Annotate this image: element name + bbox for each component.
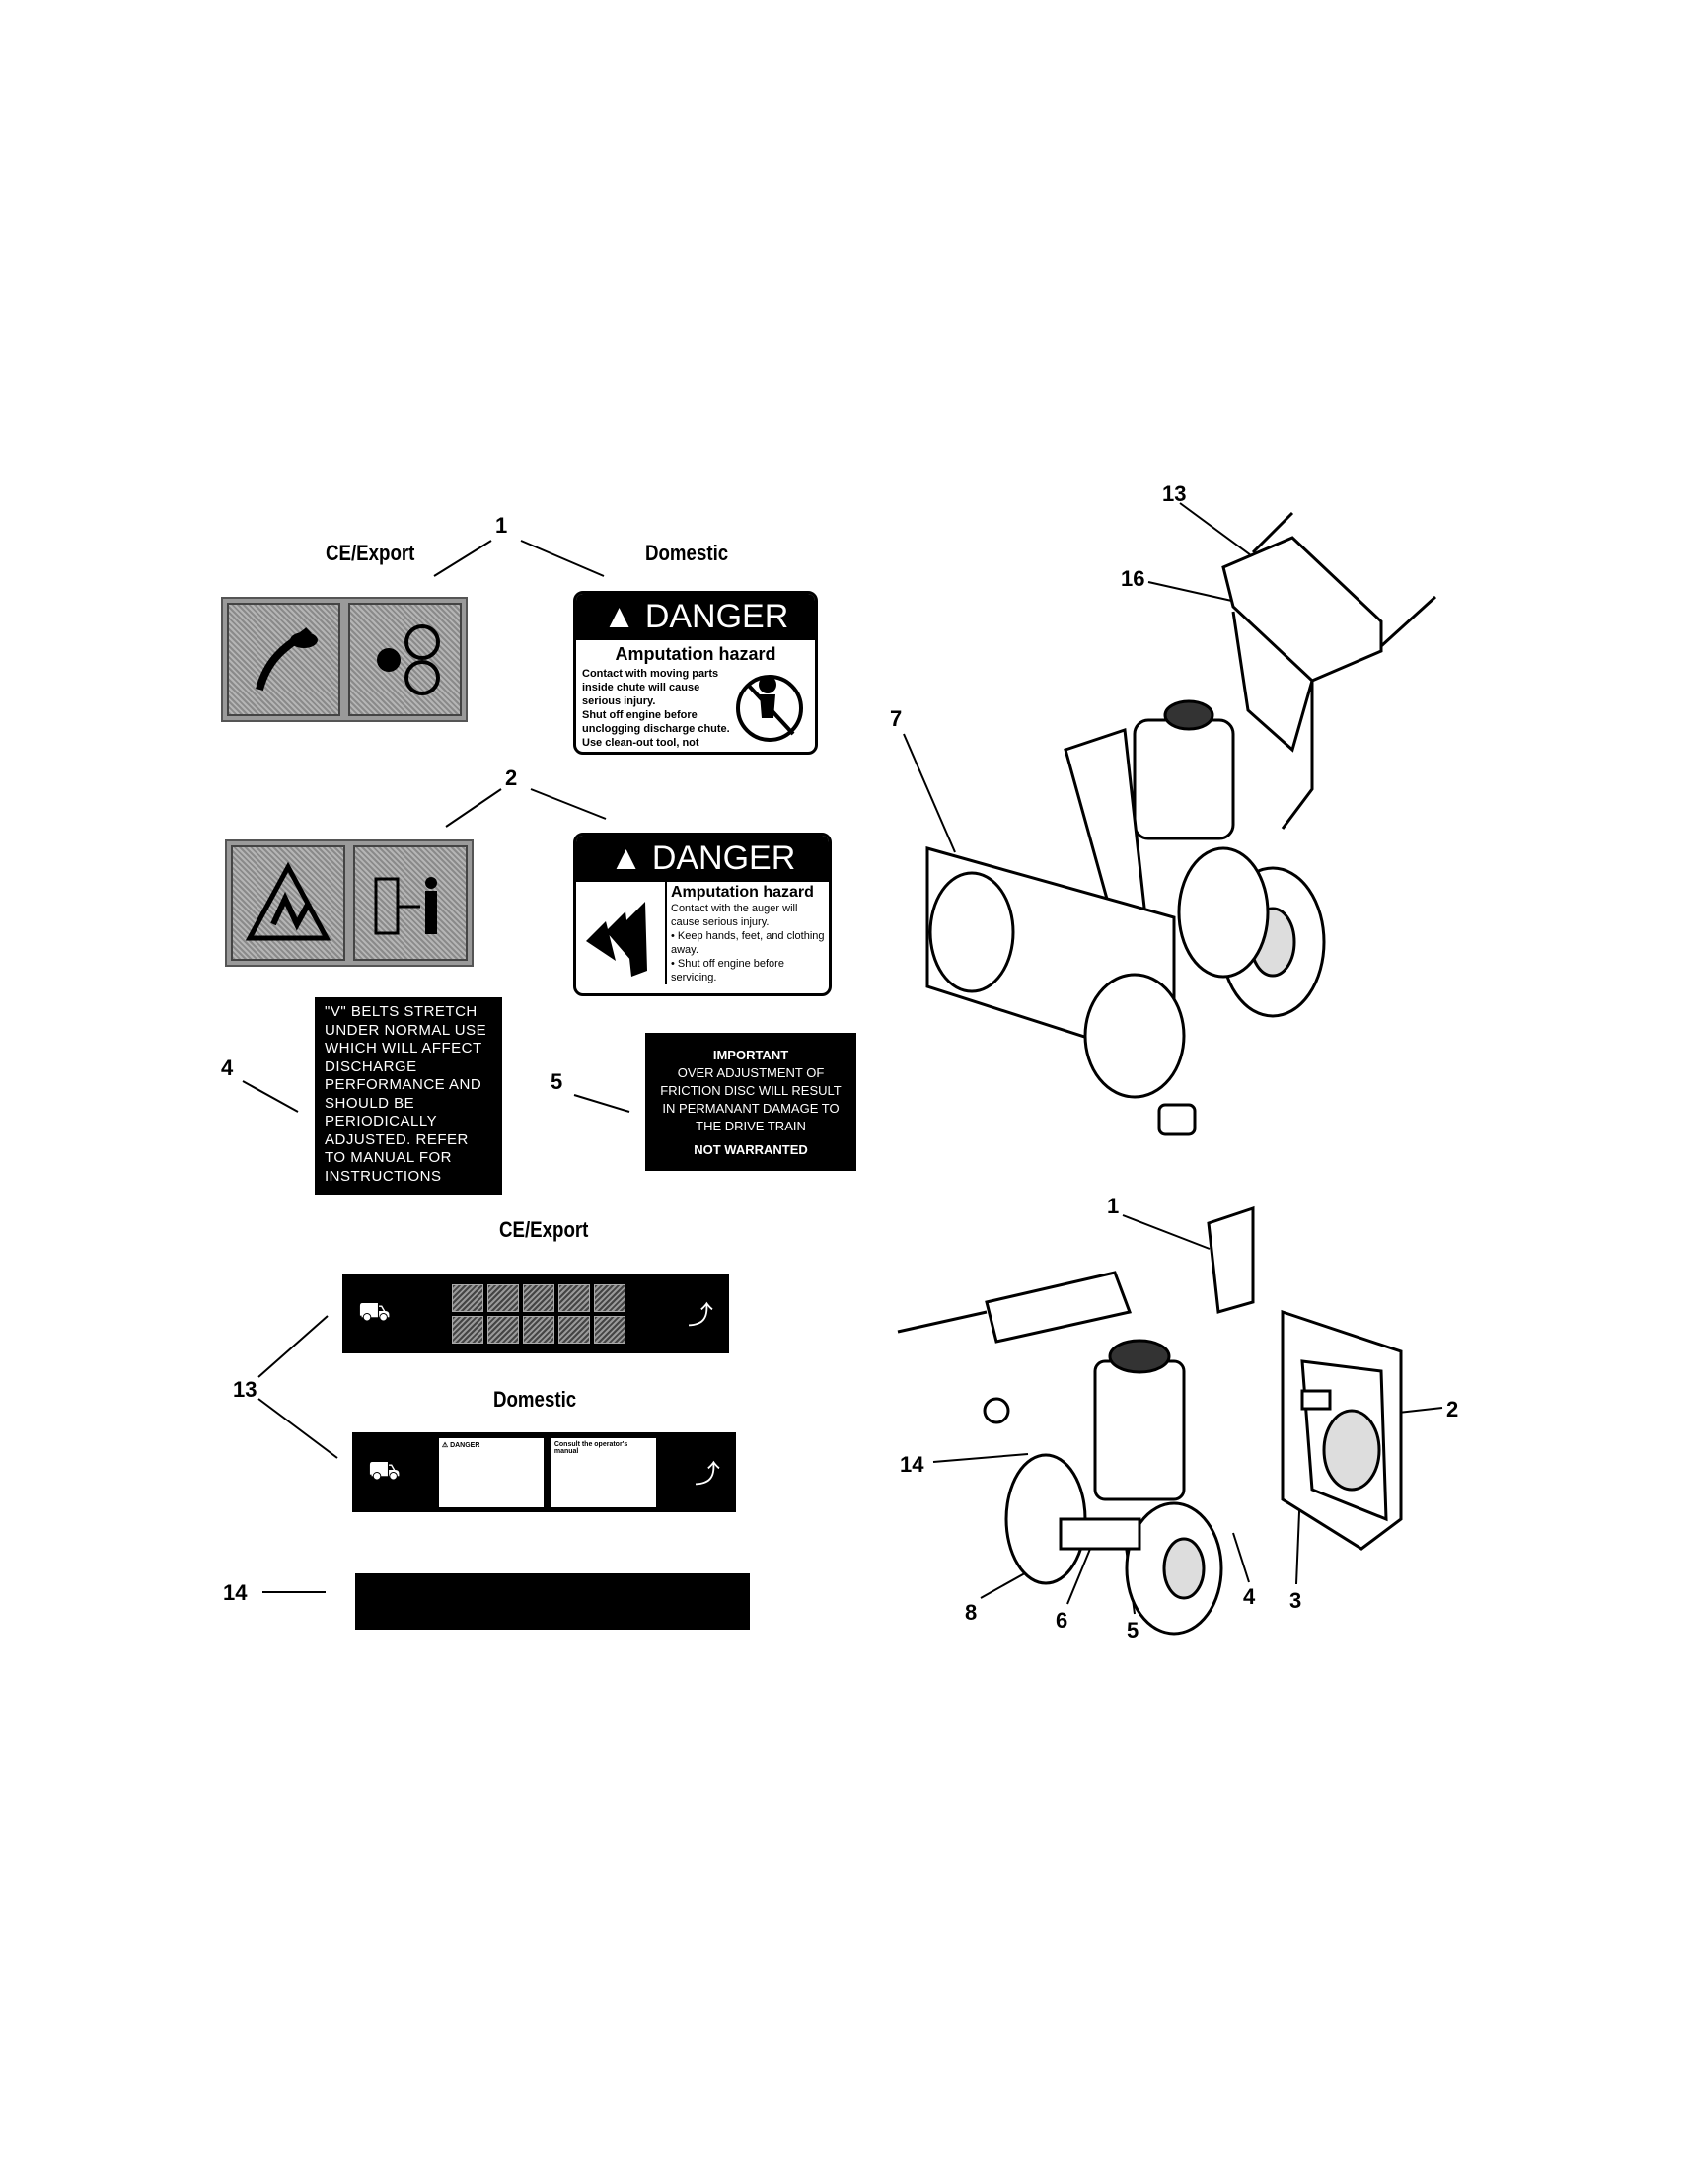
decal-4-v-belt-notice: "V" BELTS STRETCH UNDER NORMAL USE WHICH… [315, 997, 502, 1195]
danger-panel: ⚠ DANGER [438, 1437, 544, 1507]
bottom-callout-2: 2 [1446, 1397, 1459, 1421]
danger-signal-word: DANGER [644, 598, 789, 635]
decal-1-domestic-danger: ▲ DANGER Amputation hazard Contact with … [573, 591, 818, 755]
auger-blades-icon [586, 882, 667, 984]
callout-4: 4 [221, 1056, 234, 1080]
bottom-callout-8: 8 [965, 1600, 978, 1625]
leader-bot-14 [932, 1453, 1029, 1463]
bottom-callout-1: 1 [1107, 1194, 1120, 1218]
heading-ce-export-1: CE/Export [326, 541, 415, 565]
decal-text-line: • Keep hands, feet, and clothing away. [671, 930, 825, 956]
callout-13: 13 [233, 1377, 257, 1402]
leader-1-ce [433, 540, 492, 577]
hazard-title: Amputation hazard [615, 644, 776, 664]
impeller-hazard-icon [348, 603, 462, 716]
bottom-callout-14: 14 [900, 1452, 924, 1477]
notice-body: OVER ADJUSTMENT OF FRICTION DISC WILL RE… [660, 1065, 842, 1133]
callout-1: 1 [495, 513, 508, 538]
notice-footer: NOT WARRANTED [694, 1142, 808, 1157]
leader-top-16 [1147, 581, 1246, 605]
danger-signal-word: DANGER [651, 839, 796, 877]
leader-bot-4 [1232, 1532, 1250, 1583]
top-callout-13: 13 [1162, 481, 1187, 506]
leader-2-domestic [530, 788, 607, 820]
decal-13-domestic-control-panel: ⛟ ⚠ DANGER Consult the operator's manual… [352, 1432, 736, 1512]
heading-domestic-2: Domestic [493, 1387, 577, 1412]
callout-14: 14 [223, 1580, 248, 1605]
auger-control-icon: ⛟ [358, 1296, 391, 1326]
leader-2-ce [445, 788, 502, 828]
decal-2-domestic-danger: ▲ DANGER Amputation hazard Contact with … [573, 833, 832, 996]
leader-13-domestic [257, 1398, 338, 1459]
decal-1-ce-export-pictogram [221, 597, 468, 722]
leader-5 [573, 1094, 630, 1113]
decal-2-ce-export-pictogram [225, 839, 474, 967]
decal-5-important-notice: IMPORTANT OVER ADJUSTMENT OF FRICTION DI… [645, 1033, 856, 1171]
decal-14-black-strip [355, 1573, 750, 1630]
warning-triangle-icon: ▲ [609, 839, 652, 877]
keep-distance-icon [353, 845, 468, 961]
callout-2: 2 [505, 765, 518, 790]
auger-hazard-icon [231, 845, 345, 961]
bottom-callout-6: 6 [1056, 1608, 1068, 1633]
snowblower-rear-view-illustration [925, 511, 1437, 1136]
top-callout-16: 16 [1121, 566, 1145, 591]
leader-top-13 [1179, 502, 1256, 559]
heading-domestic-1: Domestic [645, 541, 729, 565]
warning-triangle-icon: ▲ [602, 598, 645, 635]
decal-text-line: Contact with moving parts inside chute w… [582, 668, 719, 707]
decal-text-line: Contact with the auger will cause seriou… [671, 903, 798, 928]
bottom-callout-5: 5 [1127, 1618, 1139, 1642]
drive-control-icon: ⤴ [687, 1300, 713, 1330]
auger-control-icon: ⛟ [368, 1455, 401, 1485]
drive-control-icon: ⤴ [694, 1459, 720, 1489]
leader-13-ce [257, 1315, 329, 1378]
decal-13-ce-export-control-panel: ⛟ ⤴ [342, 1274, 729, 1353]
decal-text-line: Use clean-out tool, not hands! [582, 737, 699, 752]
leader-4 [242, 1080, 299, 1113]
leader-1-domestic [520, 540, 605, 577]
hazard-title: Amputation hazard [671, 884, 814, 901]
bottom-callout-4: 4 [1243, 1584, 1256, 1609]
heading-ce-export-2: CE/Export [499, 1217, 589, 1242]
decal-text-line: Shut off engine before unclogging discha… [582, 709, 730, 735]
bottom-callout-3: 3 [1289, 1588, 1302, 1613]
no-hands-in-chute-icon [736, 675, 803, 742]
pictogram-grid [452, 1283, 626, 1344]
notice-title: IMPORTANT [712, 1048, 789, 1062]
leader-bot-1 [1122, 1214, 1211, 1250]
callout-5: 5 [551, 1069, 563, 1094]
top-callout-7: 7 [890, 706, 903, 731]
decal-text-line: • Shut off engine before servicing. [671, 958, 784, 983]
snowblower-front-view-illustration [897, 1205, 1403, 1636]
hand-in-chute-icon [227, 603, 340, 716]
leader-top-7 [903, 733, 956, 853]
manual-panel: Consult the operator's manual [551, 1437, 656, 1507]
